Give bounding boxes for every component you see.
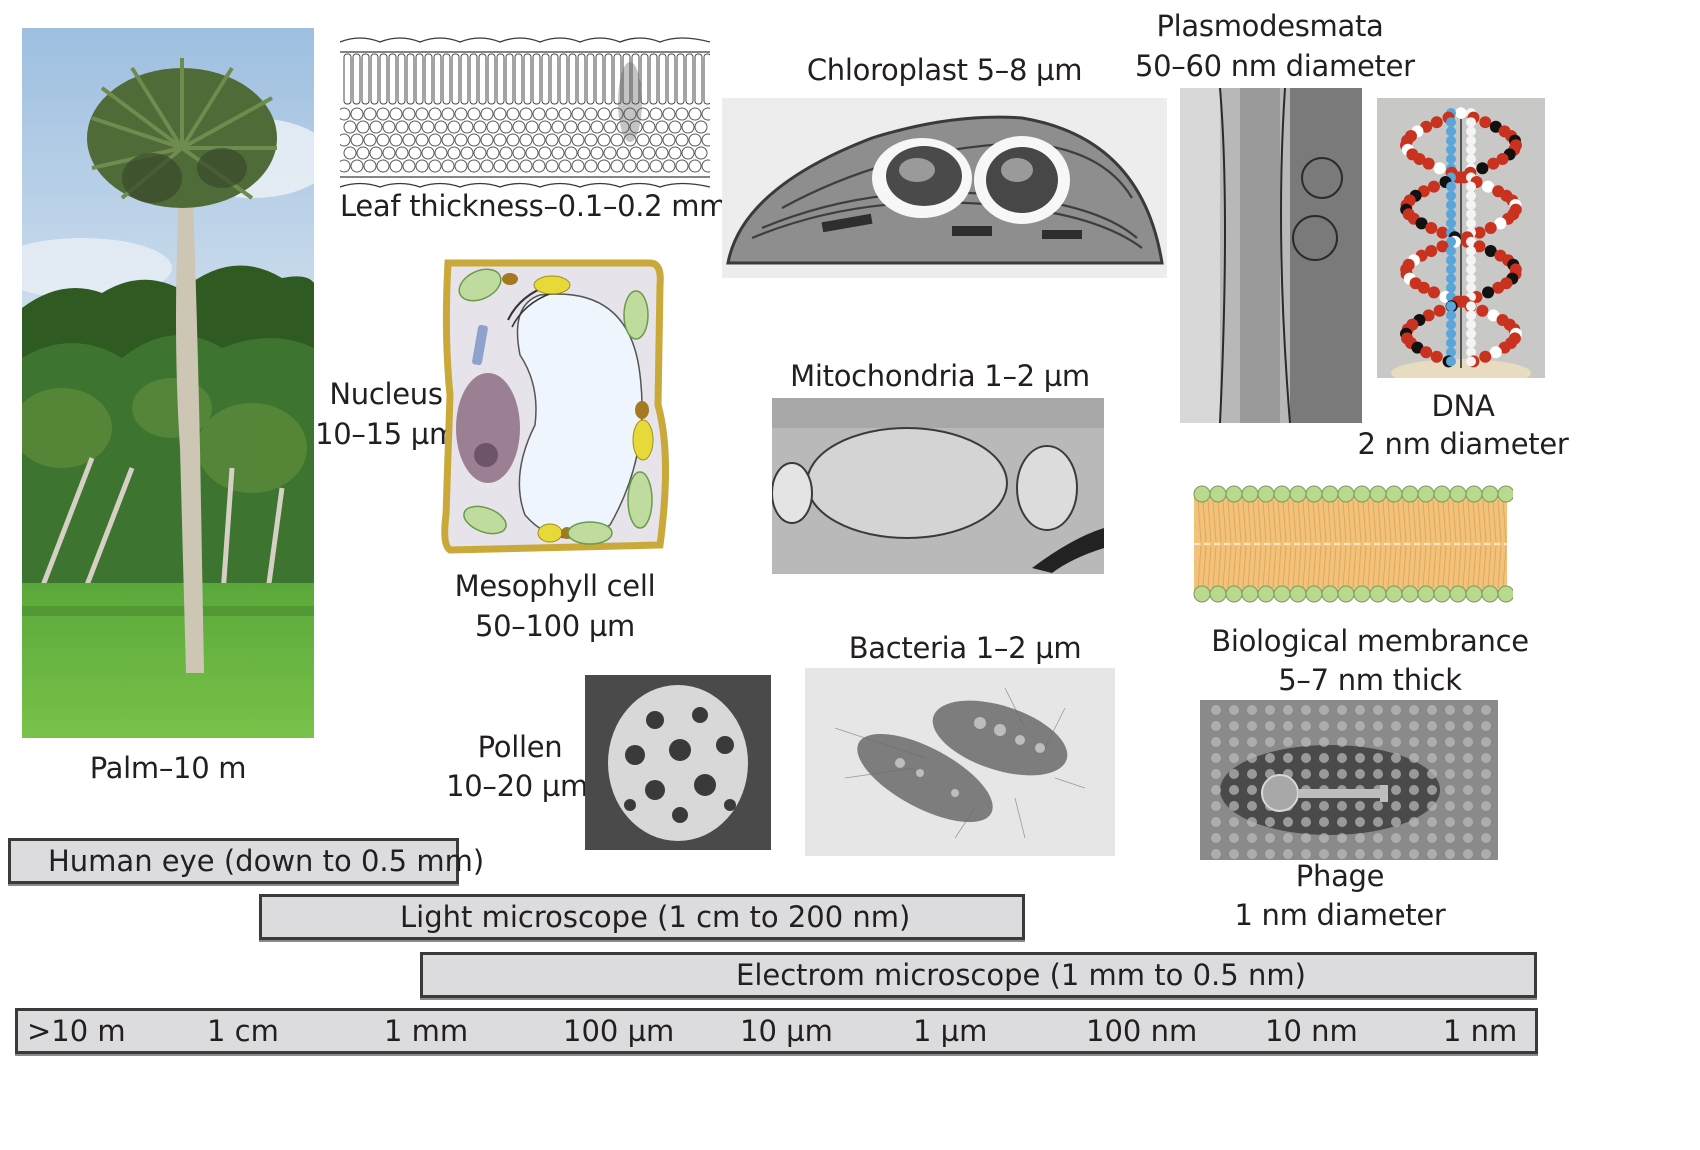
light-microscope-range-label: Light microscope (1 cm to 200 nm)	[400, 900, 911, 934]
pollen-label-line1: Pollen	[477, 730, 563, 764]
pollen-sem	[585, 675, 771, 850]
plant-cell-diagram	[440, 255, 670, 560]
palm-label: Palm–10 m	[89, 751, 247, 785]
palm-tree-image	[22, 28, 314, 738]
scale-tick: 100 nm	[1086, 1014, 1198, 1048]
scale-tick: 1 nm	[1443, 1014, 1518, 1048]
dna-model-photo	[1377, 98, 1545, 378]
chloroplast-micrograph	[722, 98, 1167, 278]
electron-microscope-range-label: Electrom microscope (1 mm to 0.5 nm)	[736, 958, 1306, 992]
phage-label-line1: Phage	[1295, 859, 1385, 893]
leaf-thickness-label: Leaf thickness–0.1–0.2 mm	[340, 189, 728, 223]
bacteria-micrograph	[805, 668, 1115, 856]
bacteria-label: Bacteria 1–2 µm	[848, 631, 1082, 665]
nucleus-label-line1: Nucleus	[329, 377, 443, 411]
scale-tick: 10 µm	[740, 1014, 833, 1048]
phage-label-line2: 1 nm diameter	[1234, 898, 1446, 932]
mesophyll-label-line2: 50–100 µm	[475, 609, 635, 643]
plasmodesmata-micrograph	[1180, 88, 1362, 423]
scale-tick: 100 µm	[563, 1014, 675, 1048]
electron-microscope-range-bar: Electrom microscope (1 mm to 0.5 nm)	[420, 952, 1537, 998]
dna-label-line1: DNA	[1431, 389, 1495, 423]
palm-photo	[22, 28, 314, 738]
mesophyll-label-line1: Mesophyll cell	[454, 569, 656, 603]
membrane-label-line2: 5–7 nm thick	[1278, 663, 1462, 697]
scale-tick: 1 cm	[207, 1014, 279, 1048]
scale-tick: >10 m	[27, 1014, 126, 1048]
chloroplast-label: Chloroplast 5–8 µm	[806, 53, 1083, 87]
scale-tick: 1 µm	[913, 1014, 988, 1048]
dna-label-line2: 2 nm diameter	[1357, 427, 1569, 461]
phage-micrograph	[1200, 700, 1498, 860]
human-eye-range-label: Human eye (down to 0.5 mm)	[48, 844, 485, 878]
scale-tick: 1 mm	[384, 1014, 469, 1048]
plasmodesmata-label-line2: 50–60 nm diameter	[1135, 49, 1415, 83]
mitochondria-label: Mitochondria 1–2 µm	[790, 359, 1090, 393]
lipid-bilayer-diagram	[1188, 482, 1513, 607]
light-microscope-range-bar: Light microscope (1 cm to 200 nm)	[259, 894, 1025, 940]
membrane-label-line1: Biological membrance	[1211, 624, 1529, 658]
nucleus-label-line2: 10–15 µm	[315, 417, 457, 451]
leaf-cross-section-image	[340, 32, 710, 192]
mitochondria-micrograph	[772, 398, 1104, 574]
scale-axis-bar: >10 m 1 cm 1 mm 100 µm 10 µm 1 µm 100 nm…	[15, 1008, 1538, 1054]
plasmodesmata-label-line1: Plasmodesmata	[1156, 9, 1384, 43]
pollen-label-line2: 10–20 µm	[446, 769, 588, 803]
human-eye-range-bar: Human eye (down to 0.5 mm)	[8, 838, 484, 884]
scale-tick: 10 nm	[1265, 1014, 1358, 1048]
